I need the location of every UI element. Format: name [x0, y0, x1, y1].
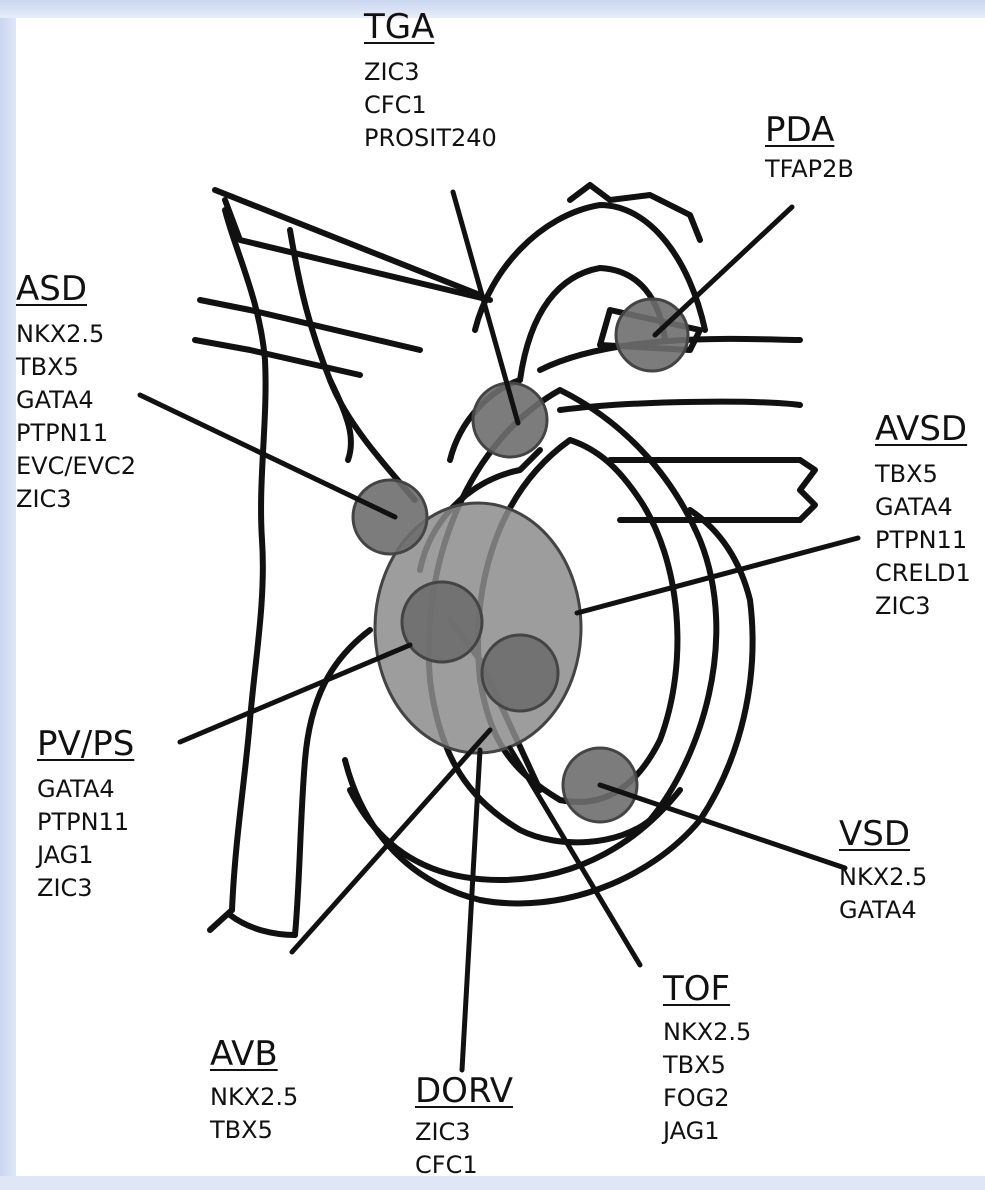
- tof-gene: NKX2.5: [663, 1016, 751, 1049]
- asd-gene: EVC/EVC2: [16, 450, 136, 483]
- vsd-title: VSD: [839, 815, 927, 853]
- pda-title: PDA: [765, 111, 854, 149]
- pvps-gene: PTPN11: [37, 806, 134, 839]
- avsd-label-group: AVSD TBX5 GATA4 PTPN11 CRELD1 ZIC3: [875, 410, 971, 623]
- pvps-title: PV/PS: [37, 725, 134, 763]
- dorv-leader: [462, 750, 480, 1070]
- avsd-gene: CRELD1: [875, 557, 971, 590]
- avsd-gene: GATA4: [875, 491, 971, 524]
- pvps-gene: JAG1: [37, 839, 134, 872]
- tga-label-group: TGA ZIC3 CFC1 PROSIT240: [364, 8, 497, 155]
- avsd-inner-marker: [482, 635, 558, 711]
- tof-gene: TBX5: [663, 1049, 751, 1082]
- ivc-bottom: [230, 915, 295, 935]
- avsd-gene: ZIC3: [875, 590, 971, 623]
- avsd-gene: PTPN11: [875, 524, 971, 557]
- pvps-gene: ZIC3: [37, 872, 134, 905]
- dorv-title: DORV: [415, 1072, 513, 1110]
- tga-title: TGA: [364, 8, 497, 46]
- avb-leader: [292, 730, 490, 952]
- tga-gene: PROSIT240: [364, 122, 497, 155]
- asd-gene: ZIC3: [16, 483, 136, 516]
- pvps-gene: GATA4: [37, 773, 134, 806]
- dorv-gene: CFC1: [415, 1149, 513, 1182]
- pda-label-group: PDA TFAP2B: [765, 111, 854, 186]
- vsd-gene: NKX2.5: [839, 861, 927, 894]
- avb-title: AVB: [210, 1035, 298, 1073]
- vsd-label-group: VSD NKX2.5 GATA4: [839, 815, 927, 927]
- asd-gene: PTPN11: [16, 417, 136, 450]
- avb-gene: TBX5: [210, 1114, 298, 1147]
- dorv-label-group: DORV ZIC3 CFC1: [415, 1072, 513, 1182]
- avb-gene: NKX2.5: [210, 1081, 298, 1114]
- tga-gene: ZIC3: [364, 56, 497, 89]
- avsd-title: AVSD: [875, 410, 971, 448]
- vsd-gene: GATA4: [839, 894, 927, 927]
- asd-title: ASD: [16, 270, 136, 308]
- pda-leader: [655, 207, 792, 335]
- avb-label-group: AVB NKX2.5 TBX5: [210, 1035, 298, 1147]
- pvps-leader: [180, 645, 410, 742]
- superior-vena-cava-left: [225, 210, 266, 910]
- tof-title: TOF: [663, 970, 751, 1008]
- tga-gene: CFC1: [364, 89, 497, 122]
- asd-label-group: ASD NKX2.5 TBX5 GATA4 PTPN11 EVC/EVC2 ZI…: [16, 270, 136, 516]
- right-vessel-cap: [800, 460, 815, 520]
- dorv-gene: ZIC3: [415, 1116, 513, 1149]
- asd-gene: GATA4: [16, 384, 136, 417]
- avsd-gene: TBX5: [875, 458, 971, 491]
- pda-gene: TFAP2B: [765, 153, 854, 186]
- asd-gene: TBX5: [16, 351, 136, 384]
- vessel-branch-lower-bottom: [195, 340, 360, 375]
- tof-gene: JAG1: [663, 1115, 751, 1148]
- asd-gene: NKX2.5: [16, 318, 136, 351]
- tga-leader: [453, 192, 518, 423]
- tof-gene: FOG2: [663, 1082, 751, 1115]
- tof-label-group: TOF NKX2.5 TBX5 FOG2 JAG1: [663, 970, 751, 1148]
- pda-marker: [616, 299, 688, 371]
- pvps-marker: [402, 582, 482, 662]
- pvps-label-group: PV/PS GATA4 PTPN11 JAG1 ZIC3: [37, 725, 134, 905]
